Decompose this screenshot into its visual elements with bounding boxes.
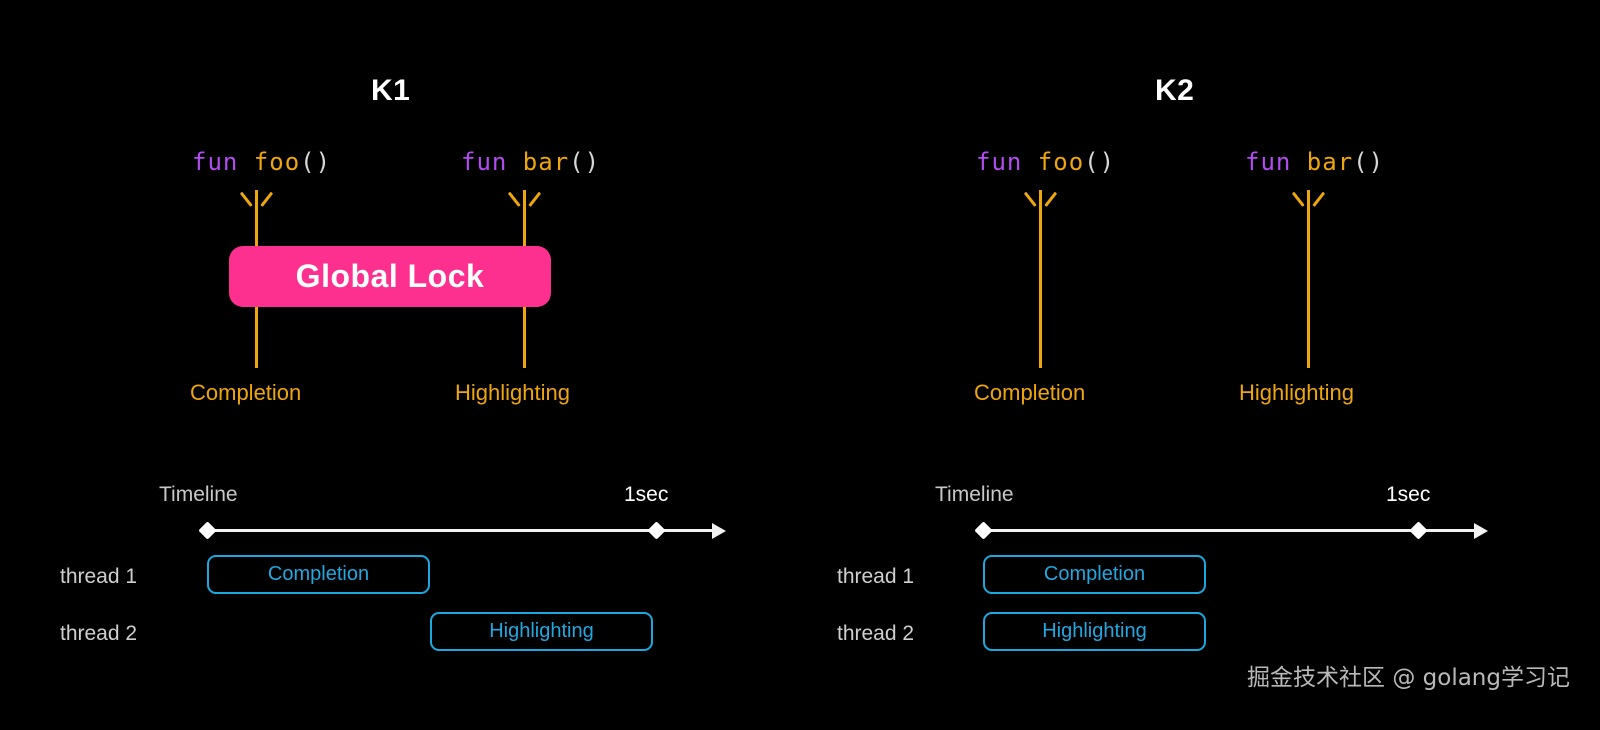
- timeline-axis-k1: [208, 529, 720, 532]
- timeline-tick-1sec-k1: [647, 521, 666, 540]
- task-box-label: Highlighting: [1042, 620, 1147, 642]
- timeline-tick-start-k2: [974, 521, 993, 540]
- thread-label-2-k1: thread 2: [60, 622, 138, 645]
- keyword-fun: fun: [1245, 148, 1307, 176]
- thread-label-1-k2: thread 1: [837, 565, 915, 588]
- timeline-label-k2: Timeline: [935, 483, 1014, 506]
- function-signature-foo-k2: fun foo(): [976, 148, 1115, 176]
- parentheses: (): [569, 148, 601, 176]
- parentheses: (): [300, 148, 332, 176]
- watermark-text: 掘金技术社区 @ golang学习记: [1247, 665, 1570, 691]
- function-name-bar: bar: [522, 148, 570, 176]
- arrow-caption-highlighting-k1: Highlighting: [455, 380, 570, 405]
- task-box-completion-k1[interactable]: Completion: [207, 555, 430, 594]
- function-signature-foo-k1: fun foo(): [192, 148, 331, 176]
- timeline-arrowhead-k1: [712, 523, 726, 539]
- timeline-tick-1sec-k2: [1409, 521, 1428, 540]
- panel-title-k2: K2: [1155, 74, 1195, 107]
- timeline-arrowhead-k2: [1474, 523, 1488, 539]
- arrow-caption-completion-k1: Completion: [190, 380, 302, 405]
- global-lock-badge: Global Lock: [229, 246, 551, 307]
- arrow-up-highlighting-k2: [1307, 190, 1310, 368]
- task-box-label: Highlighting: [489, 620, 594, 642]
- timeline-axis-k2: [984, 529, 1482, 532]
- timeline-tick-start-k1: [198, 521, 217, 540]
- arrow-up-completion-k2: [1039, 190, 1042, 368]
- global-lock-label: Global Lock: [295, 258, 485, 294]
- parentheses: (): [1353, 148, 1385, 176]
- panel-title-k1: K1: [371, 74, 411, 107]
- arrow-caption-completion-k2: Completion: [974, 380, 1086, 405]
- keyword-fun: fun: [976, 148, 1038, 176]
- arrow-caption-highlighting-k2: Highlighting: [1239, 380, 1354, 405]
- function-name-foo: foo: [253, 148, 301, 176]
- function-signature-bar-k2: fun bar(): [1245, 148, 1384, 176]
- keyword-fun: fun: [461, 148, 523, 176]
- thread-label-2-k2: thread 2: [837, 622, 915, 645]
- function-name-foo: foo: [1037, 148, 1085, 176]
- task-box-highlighting-k2[interactable]: Highlighting: [983, 612, 1206, 651]
- task-box-highlighting-k1[interactable]: Highlighting: [430, 612, 653, 651]
- task-box-label: Completion: [1043, 563, 1146, 585]
- function-signature-bar-k1: fun bar(): [461, 148, 600, 176]
- timeline-end-label-k2: 1sec: [1386, 483, 1431, 506]
- function-name-bar: bar: [1306, 148, 1354, 176]
- task-box-completion-k2[interactable]: Completion: [983, 555, 1206, 594]
- thread-label-1-k1: thread 1: [60, 565, 138, 588]
- parentheses: (): [1084, 148, 1116, 176]
- timeline-label-k1: Timeline: [159, 483, 238, 506]
- task-box-label: Completion: [267, 563, 370, 585]
- timeline-end-label-k1: 1sec: [624, 483, 669, 506]
- keyword-fun: fun: [192, 148, 254, 176]
